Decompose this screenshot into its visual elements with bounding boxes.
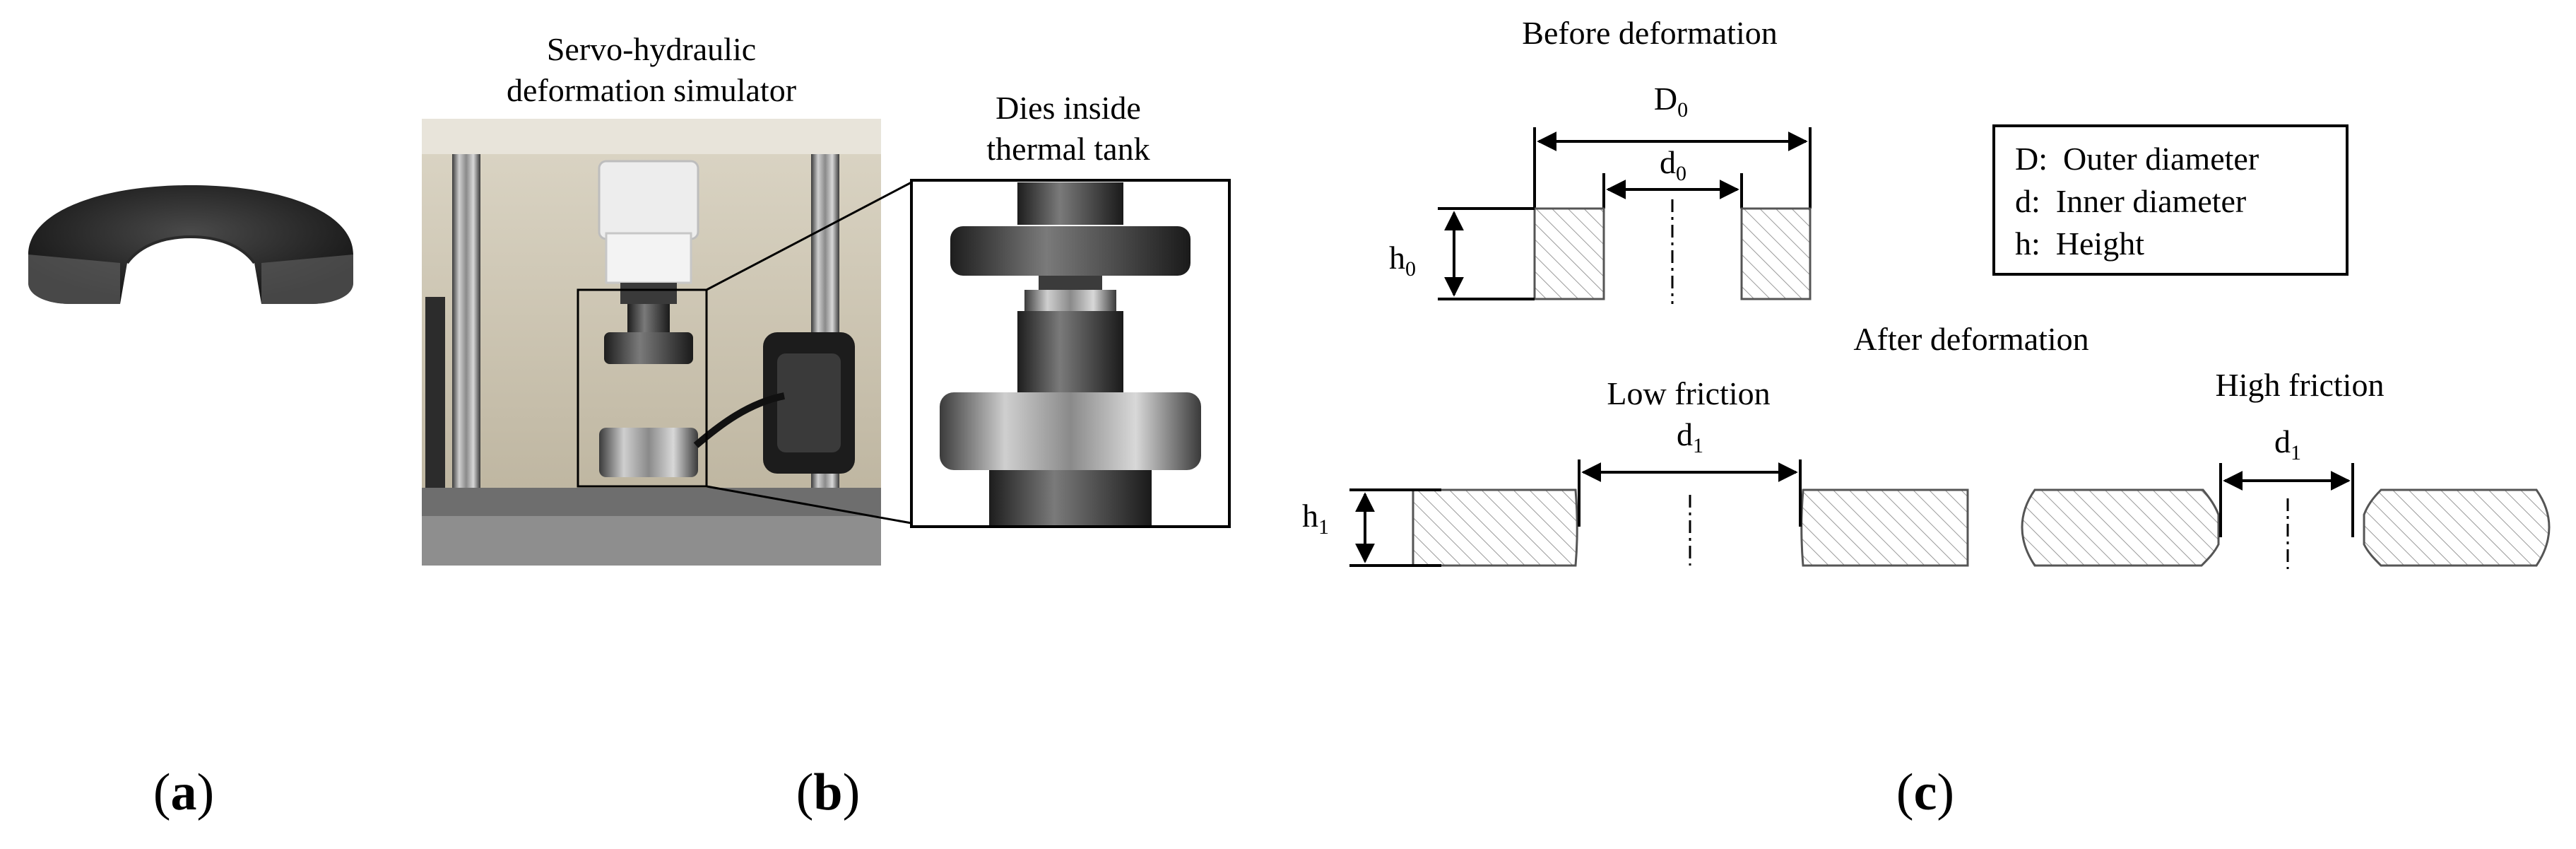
- inner-diameter-low-label: d1: [1677, 416, 1703, 457]
- inner-diameter-high-label: d1: [2274, 423, 2301, 464]
- after-deformation-title: After deformation: [1853, 321, 2088, 357]
- zoom-line-top: [706, 181, 912, 291]
- legend-height: h:Height: [2015, 226, 2144, 262]
- inner-diameter-before-dimension: [1602, 173, 1743, 209]
- inner-diameter-before-label: d0: [1660, 144, 1686, 185]
- legend-outer-diameter: D:Outer diameter: [2015, 141, 2259, 177]
- outer-diameter-before-dimension: [1533, 127, 1812, 209]
- height-after-label: h1: [1302, 498, 1329, 539]
- panel-a-label: (a): [153, 763, 214, 821]
- panel-c-label: (c): [1896, 763, 1954, 821]
- high-friction-title: High friction: [2216, 367, 2385, 403]
- ring-section-left-before: [1533, 207, 1605, 300]
- dies-title-line2: thermal tank: [986, 131, 1150, 167]
- simulator-title-line1: Servo-hydraulic: [547, 31, 756, 67]
- outer-diameter-before-label: D0: [1654, 81, 1688, 122]
- dies-zoom-photo: [910, 179, 1231, 528]
- high-friction-section: [2021, 463, 2551, 569]
- legend-box: [1992, 124, 2348, 276]
- simulator-photo: [422, 119, 881, 566]
- zoom-line-bottom: [706, 485, 912, 525]
- low-friction-title: Low friction: [1607, 375, 1770, 411]
- height-before-dimension: [1438, 207, 1535, 300]
- legend-inner-diameter: d:Inner diameter: [2015, 183, 2246, 219]
- simulator-title-line2: deformation simulator: [507, 72, 796, 108]
- before-deformation-title: Before deformation: [1522, 15, 1777, 51]
- height-before-label: h0: [1389, 240, 1416, 281]
- dies-title-line1: Dies inside: [995, 90, 1141, 126]
- ring-sample-photo: [28, 185, 353, 304]
- low-friction-section: [1349, 459, 1969, 567]
- ring-section-right-before: [1740, 207, 1812, 300]
- panel-b-label: (b): [796, 763, 860, 821]
